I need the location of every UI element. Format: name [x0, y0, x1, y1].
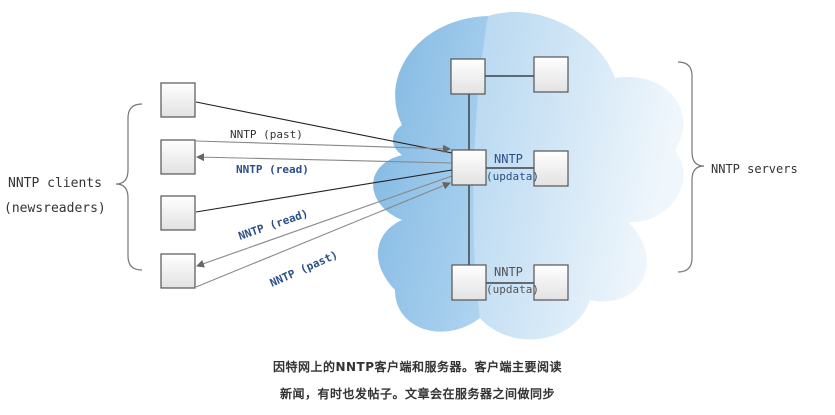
- server-middle-sub: (updata): [486, 170, 539, 183]
- server-box-hub: [451, 149, 487, 186]
- client-box: [160, 82, 196, 118]
- client-boxes: [160, 82, 196, 289]
- clients-label-line1: NNTP clients: [8, 176, 102, 191]
- server-bottom-name: NNTP: [494, 265, 523, 279]
- read-label-bottom: NNTP (read): [237, 207, 310, 243]
- link-client3-server: [195, 169, 453, 213]
- server-box: [533, 150, 569, 187]
- post-arrow-top: [195, 140, 451, 153]
- server-box: [533, 56, 569, 93]
- post-label-top: NNTP (past): [230, 128, 303, 141]
- server-bottom-sub: (updata): [486, 283, 539, 296]
- server-boxes: [450, 56, 569, 301]
- clients-label-line2: (newsreaders): [4, 201, 106, 216]
- read-arrow-bottom: [196, 175, 453, 268]
- post-arrow-bottom: [195, 181, 451, 288]
- server-box: [533, 264, 569, 301]
- caption-line-1: 因特网上的NNTP客户端和服务器。客户端主要阅读: [272, 360, 563, 374]
- client-box: [160, 195, 196, 231]
- left-brace: [115, 103, 143, 271]
- server-middle-name: NNTP: [494, 152, 523, 166]
- server-box: [451, 264, 487, 301]
- right-brace: [677, 61, 705, 273]
- server-box: [450, 58, 486, 95]
- link-client1-server: [195, 101, 453, 154]
- caption-line-2: 新闻，有时也发帖子。文章会在服务器之间做同步: [279, 387, 555, 401]
- read-arrow-top: [196, 153, 453, 164]
- client-box: [160, 253, 196, 289]
- servers-label: NNTP servers: [711, 162, 798, 176]
- client-box: [160, 139, 196, 175]
- post-label-bottom: NNTP (past): [268, 248, 340, 290]
- read-label-top: NNTP (read): [236, 163, 309, 176]
